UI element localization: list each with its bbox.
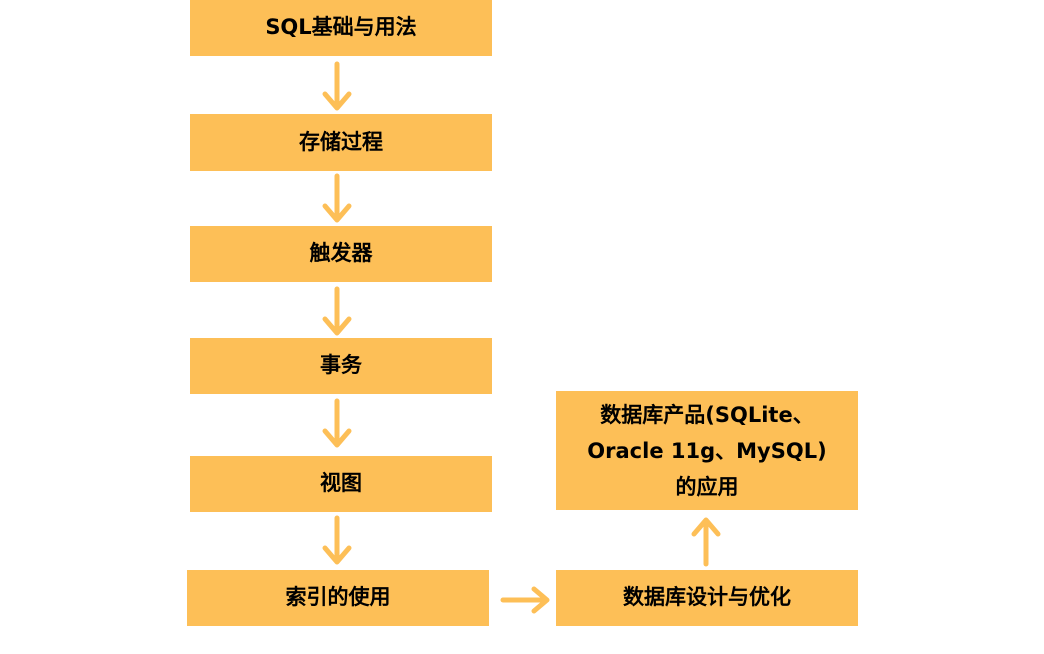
step-triggers-label: 触发器 [309,241,373,266]
step-index-usage: 索引的使用 [187,570,489,626]
step-index-usage-label: 索引的使用 [285,585,391,610]
arrow-right [500,586,550,614]
step-sql-basics-label: SQL基础与用法 [265,15,417,40]
step-db-design-label: 数据库设计与优化 [623,585,791,610]
step-sql-basics: SQL基础与用法 [190,0,492,56]
step-stored-procedures: 存储过程 [190,114,492,171]
step-views: 视图 [190,456,492,512]
arrow-up [691,517,721,567]
step-triggers: 触发器 [190,226,492,282]
arrow-down-1 [322,61,352,111]
arrow-down-5 [322,515,352,565]
arrow-down-3 [322,286,352,336]
step-db-products: 数据库产品(SQLite、 Oracle 11g、MySQL) 的应用 [556,391,858,510]
step-transactions: 事务 [190,338,492,394]
arrow-down-4 [322,398,352,448]
step-transactions-label: 事务 [320,353,362,378]
step-stored-procedures-label: 存储过程 [299,129,383,154]
step-views-label: 视图 [320,471,362,496]
step-db-products-label: 数据库产品(SQLite、 Oracle 11g、MySQL) 的应用 [587,402,827,499]
arrow-down-2 [322,173,352,223]
step-db-design: 数据库设计与优化 [556,570,858,626]
